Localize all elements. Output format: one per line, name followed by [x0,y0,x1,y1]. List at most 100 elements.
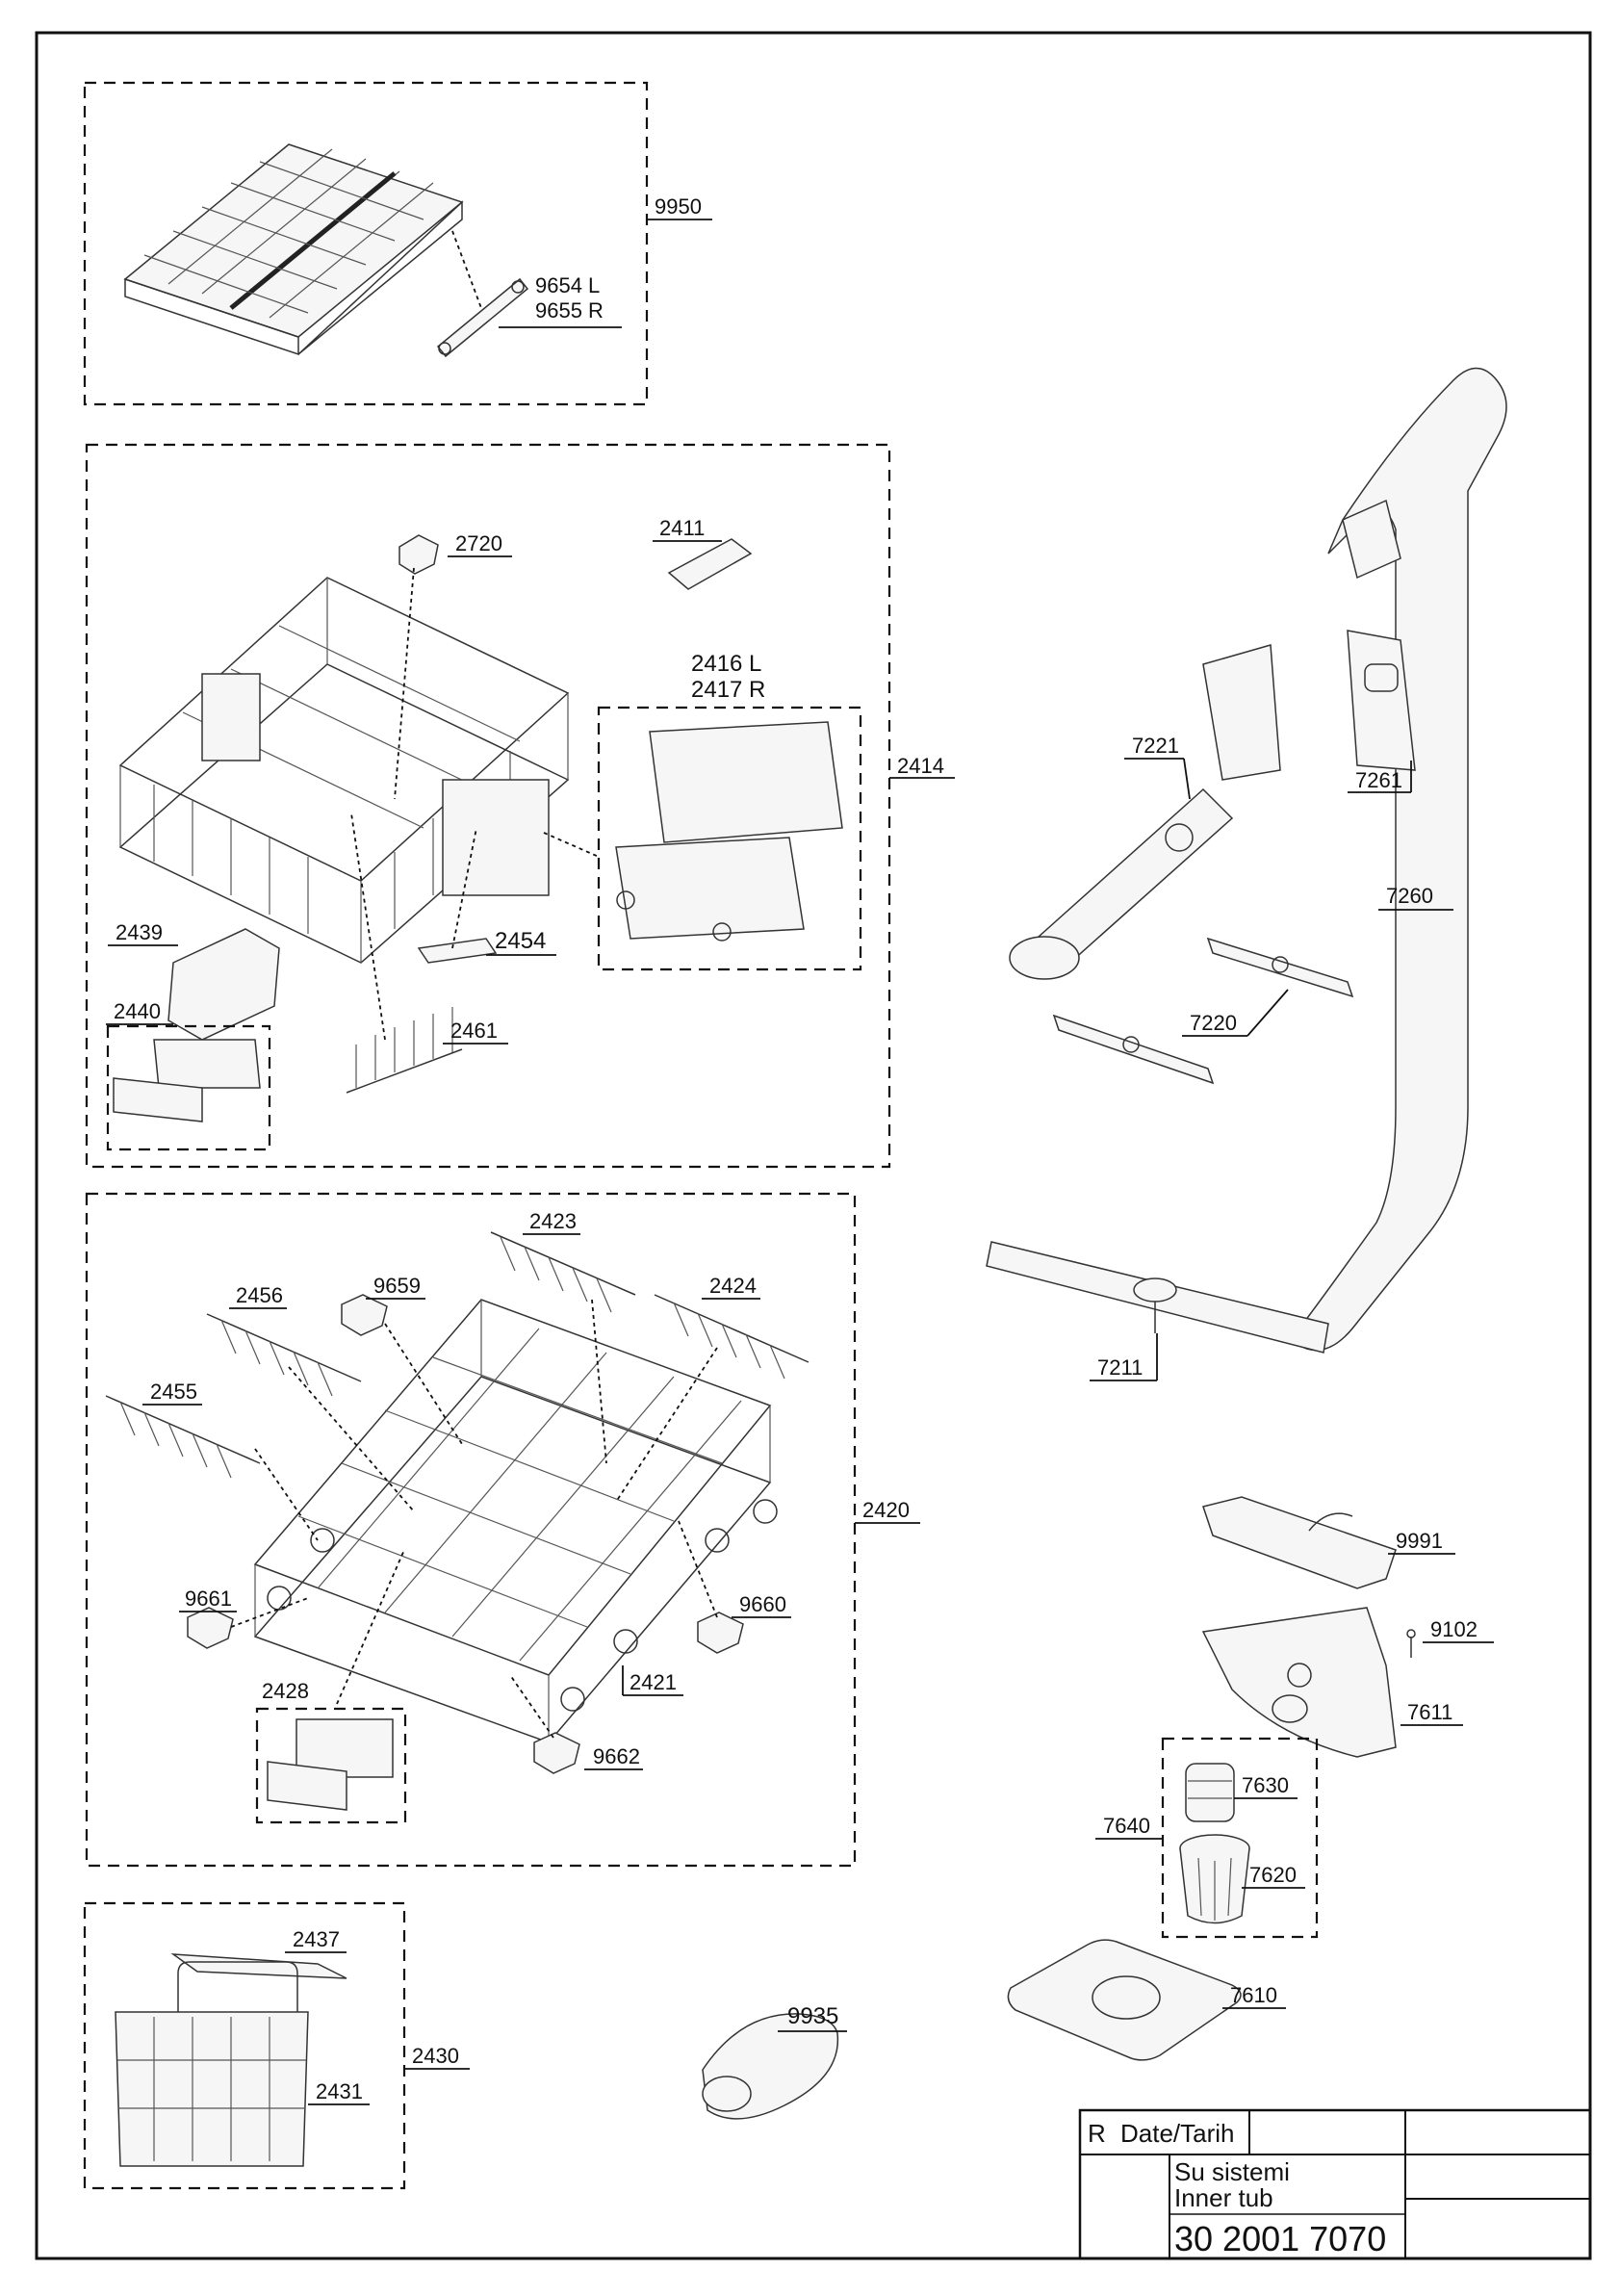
leader-dotted-2428 [336,1549,405,1705]
label-7610: 7610 [1230,1983,1277,2007]
leader-dotted-2461 [350,813,386,1041]
group-frame-7640 [1161,1737,1319,1939]
label-2421: 2421 [630,1670,677,1694]
part-2454-drawing [417,938,498,964]
label-2423: 2423 [529,1209,577,1233]
part-2456-rack-drawing [206,1313,362,1397]
group-frame-2420 [85,1192,857,1868]
part-9991-drawing [1202,1496,1397,1589]
part-2423-rack-drawing [490,1231,636,1313]
label-2440: 2440 [114,999,161,1023]
label-2454: 2454 [495,928,546,954]
label-2416: 2416 L [691,651,761,677]
part-2431-basket-drawing [115,1961,309,2167]
part-2440-cover-drawing [113,1077,203,1122]
label-2420: 2420 [862,1498,910,1522]
group-frame-2414 [85,443,891,1169]
label-7221: 7221 [1132,734,1179,758]
group-frame-2416-2417 [597,706,862,971]
label-9950: 9950 [655,194,702,219]
part-7260-pipe-drawing [1298,367,1507,1352]
leader-dotted-9662 [509,1674,554,1739]
part-9659-drawing [341,1294,388,1336]
group-9950-cutlery-tray: 9950 9654 L 9655 R [83,81,712,406]
label-2417: 2417 R [691,677,765,703]
label-2428: 2428 [262,1679,309,1703]
title-drawing-number: 30 2001 7070 [1174,2219,1386,2258]
label-2720: 2720 [455,531,502,555]
part-9935: 9935 [702,2003,847,2120]
group-frame-2440 [106,1024,271,1151]
part-2416-drawing [649,721,843,843]
part-tray-slider-drawing [436,277,529,358]
label-7220: 7220 [1190,1011,1237,1035]
group-frame-2428 [255,1707,407,1824]
label-7620: 7620 [1249,1863,1297,1887]
sheet-border [35,31,1592,2260]
group-2430-cutlery-basket: 2437 2430 2431 [83,1901,470,2190]
label-9661: 9661 [185,1587,232,1611]
label-2455: 2455 [150,1380,197,1404]
label-2430: 2430 [412,2044,459,2068]
part-9660-drawing [697,1612,744,1654]
leader-dotted-9659 [384,1323,463,1445]
title-block-frame [1078,2108,1592,2260]
leader-dotted-2423 [591,1299,607,1464]
part-9661-drawing [187,1607,234,1649]
group-2420-lower-basket: 2423 2456 9659 2424 2455 2420 9661 9660 … [85,1192,920,1868]
label-9662: 9662 [593,1744,640,1768]
label-7640: 7640 [1103,1814,1150,1838]
part-2411-drawing [667,538,753,590]
label-2437: 2437 [293,1927,340,1951]
label-9655: 9655 R [535,298,604,322]
part-2720-drawing [398,534,439,575]
title-description-en: Inner tub [1174,2183,1273,2212]
group-2414-upper-basket: 2720 2411 2416 L 2417 R 2414 2439 2454 2… [85,443,955,1169]
leader-dotted-2424 [615,1347,718,1503]
label-2456: 2456 [236,1283,283,1307]
leader-dotted-9654 [451,230,482,309]
label-2461: 2461 [450,1019,498,1043]
leader-7220-drop [1246,989,1289,1037]
title-revision-header: R [1088,2119,1106,2148]
part-9991-arm-drawing [1308,1512,1353,1532]
leader-dotted-2456 [288,1366,415,1512]
part-cutlery-tray-drawing [123,143,464,356]
leader-dotted-2720 [394,567,415,800]
part-7260-head-drawing [1342,499,1401,580]
label-9660: 9660 [739,1592,786,1616]
part-7220-lower-arm-drawing [1052,1014,1215,1085]
label-9102: 9102 [1430,1617,1478,1641]
label-2439: 2439 [116,920,163,944]
label-2411: 2411 [659,516,705,540]
title-date-header: Date/Tarih [1120,2119,1235,2148]
part-7620-drawing [1179,1834,1250,1924]
label-7261: 7261 [1355,768,1402,792]
label-2414: 2414 [897,754,944,778]
group-frame-9950 [83,81,649,406]
part-7220-upper-arm-drawing [1206,937,1354,998]
label-7630: 7630 [1242,1773,1289,1797]
leader-dotted-2454 [451,827,477,949]
leader-dotted-2416 [543,832,600,858]
label-7260: 7260 [1386,884,1433,908]
label-9991: 9991 [1396,1529,1443,1553]
label-2424: 2424 [709,1274,757,1298]
part-2455-rack-drawing [105,1395,261,1479]
label-9654: 9654 L [535,273,600,297]
part-2417-drawing [615,837,805,940]
leader-dotted-9661 [230,1597,309,1628]
part-2428-cover-drawing [267,1761,347,1811]
part-upper-basket-drawing [118,577,570,964]
part-7611-drawing [1201,1607,1397,1758]
part-lower-basket-drawing [253,1299,778,1743]
part-7261-drawing [1347,630,1416,771]
part-2439-drawing [167,928,280,1041]
part-9662-drawing [533,1732,580,1774]
part-2437-lid-drawing [170,1953,347,1979]
label-9935: 9935 [787,2003,838,2029]
title-description-tr: Su sistemi [1174,2157,1290,2186]
group-frame-2430 [83,1901,406,2190]
